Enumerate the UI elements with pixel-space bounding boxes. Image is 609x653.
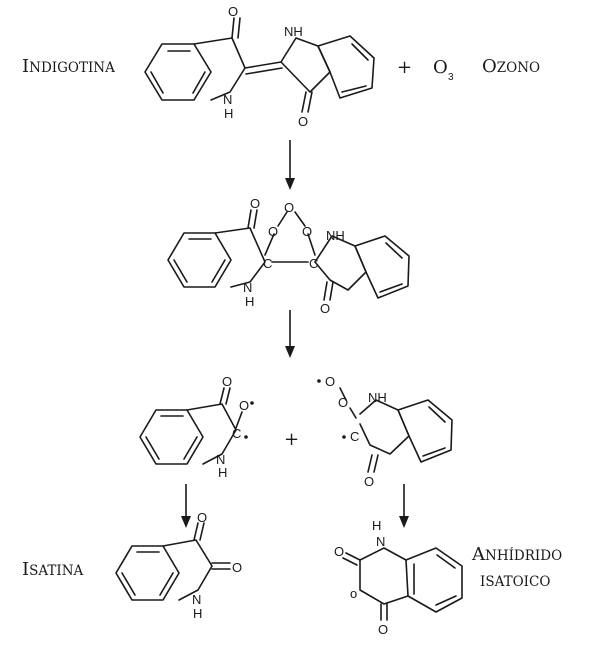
- ozonide-o-carbonyl-left: O: [250, 196, 260, 211]
- anhydride-h: H: [372, 518, 381, 533]
- ozonide-intermediate: [167, 209, 410, 301]
- radical-right-nh: NH: [368, 390, 387, 405]
- anhidrido-label-line2: ISATOICO: [480, 574, 550, 590]
- radical-right-c-dot: [342, 435, 346, 439]
- radical-left-c-dot: [244, 435, 248, 439]
- radical-left-h: H: [218, 465, 227, 480]
- ozone-formula: O: [433, 57, 448, 78]
- ozonide-c-left: C: [263, 256, 272, 271]
- isatin-h: H: [193, 606, 202, 621]
- ozonide-h-left: H: [245, 294, 254, 309]
- radical-right-o-terminal: O: [325, 374, 335, 389]
- isatina-label: ISATINA: [22, 559, 84, 580]
- radical-left-c: C: [232, 426, 241, 441]
- indigo-nh-top: NH: [284, 24, 303, 39]
- reaction-arrow-3: [181, 484, 191, 528]
- isatin-o-top: O: [197, 510, 207, 525]
- reaction-arrow-1: [285, 140, 295, 190]
- indigo-nh-bottom-label: N: [223, 92, 232, 107]
- isatin-molecule: [115, 522, 231, 601]
- radical-fragment-left: [139, 387, 243, 465]
- plus-sign-2: +: [284, 429, 299, 450]
- isatoic-anhydride-molecule: [342, 547, 463, 621]
- anhydride-o-carbonyl-left: O: [334, 544, 344, 559]
- radical-left-o: O: [239, 398, 249, 413]
- indigo-oxygen-bottom: O: [298, 114, 308, 129]
- anhydride-o-carbonyl-bottom: O: [378, 622, 388, 637]
- indigo-molecule: [144, 17, 375, 113]
- ozone-subscript: 3: [448, 72, 454, 83]
- isatin-o-right: O: [232, 560, 242, 575]
- ozonide-o-left: O: [268, 224, 278, 239]
- ozonide-n-left: N: [243, 280, 252, 295]
- radical-left-o-carbonyl: O: [222, 374, 232, 389]
- radical-right-o-carbonyl: O: [364, 474, 374, 489]
- reaction-arrow-2: [285, 310, 295, 358]
- indigotina-label: INDIGOTINA: [22, 56, 115, 77]
- radical-fragment-right: [339, 387, 453, 473]
- ozonide-o-top: O: [284, 200, 294, 215]
- radical-right-c: C: [350, 429, 359, 444]
- anhidrido-label-line1: ANHÍDRIDO: [471, 544, 562, 565]
- ozonide-o-carbonyl-right: O: [320, 301, 330, 316]
- radical-left-o-dot: [250, 401, 254, 405]
- plus-sign-1: +: [397, 57, 412, 78]
- indigo-oxygen-top: O: [228, 4, 238, 19]
- indigo-n-bottom: N: [223, 92, 232, 107]
- radical-right-o-dot: [317, 379, 321, 383]
- ozonide-nh-right: NH: [326, 228, 345, 243]
- isatin-n: N: [192, 592, 201, 607]
- radical-left-n: N: [216, 452, 225, 467]
- indigo-h-bottom: H: [224, 106, 233, 121]
- anhydride-o-ring: o: [350, 586, 357, 601]
- ozonide-c-right: C: [309, 256, 318, 271]
- anhydride-n: N: [376, 534, 385, 549]
- ozono-label: OZONO: [482, 56, 540, 77]
- ozonide-o-right: O: [302, 224, 312, 239]
- radical-right-o-bridge: O: [338, 395, 348, 410]
- reaction-arrow-4: [399, 484, 409, 528]
